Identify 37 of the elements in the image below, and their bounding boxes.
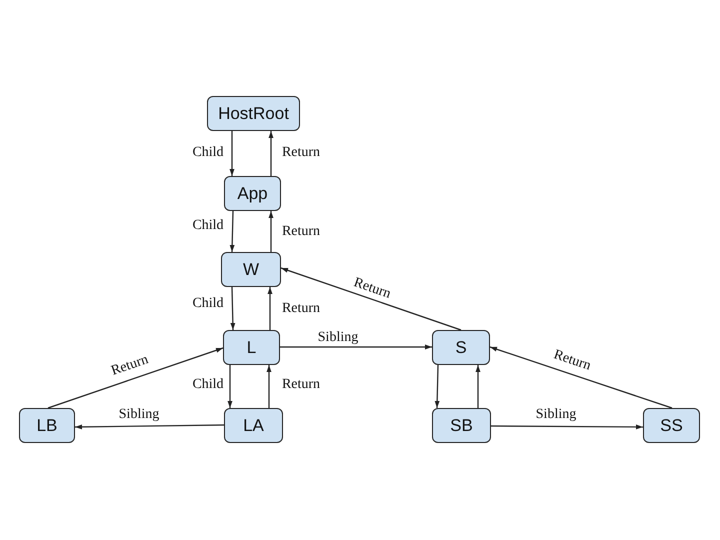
arrow [48, 347, 224, 409]
arrow [75, 424, 224, 430]
node-box [207, 96, 300, 131]
arrow [490, 346, 672, 409]
arrow [280, 344, 432, 350]
arrow [268, 211, 274, 252]
node-label: L [246, 338, 256, 358]
node-label: HostRoot [218, 104, 289, 124]
node-box [221, 252, 281, 287]
node-label: App [237, 184, 268, 204]
node-box [224, 176, 281, 211]
node-label: W [242, 260, 260, 280]
node-box [432, 408, 491, 443]
arrow [268, 287, 272, 330]
edge-label: Sibling [316, 331, 360, 345]
arrow [266, 365, 272, 408]
arrow [230, 286, 236, 330]
node-label: S [455, 338, 467, 358]
node-box [19, 408, 75, 443]
node-label: SB [450, 416, 473, 436]
node-box [223, 330, 280, 365]
arrow [228, 365, 232, 408]
arrow [230, 131, 234, 176]
node-label: SS [660, 416, 683, 436]
node-box [224, 408, 283, 443]
node-box [643, 408, 700, 443]
edge-label: Sibling [118, 408, 160, 422]
arrow [434, 364, 440, 408]
node-label: LA [243, 416, 264, 436]
arrow [491, 424, 643, 430]
arrow [230, 210, 235, 252]
edge-label: Sibling [534, 408, 578, 422]
node-box [432, 330, 490, 365]
node-label: LB [36, 416, 58, 436]
arrow [280, 267, 462, 331]
arrow [476, 365, 480, 408]
arrow [268, 131, 274, 176]
